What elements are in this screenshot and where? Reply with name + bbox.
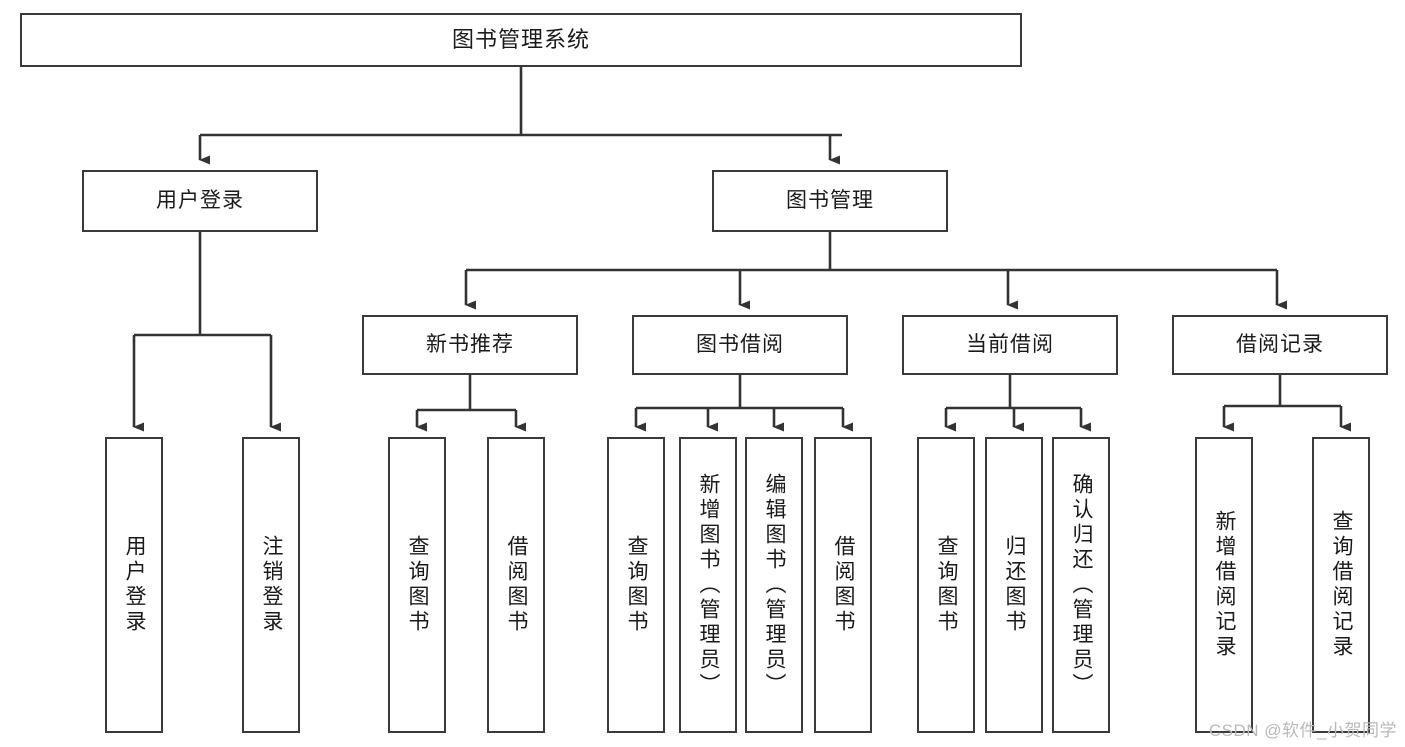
- node-borrow-record-label: 借阅记录: [1236, 333, 1324, 357]
- node-leaf-borrow-book-1-label: 借阅图书: [505, 535, 529, 635]
- node-current-borrow[interactable]: 当前借阅: [902, 315, 1118, 375]
- node-root-label: 图书管理系统: [451, 26, 590, 52]
- node-leaf-user-login-label: 用户登录: [123, 535, 147, 635]
- watermark-text: CSDN @软件_小贺同学: [1208, 721, 1397, 740]
- node-leaf-query-record[interactable]: 查询借阅记录: [1312, 437, 1370, 733]
- node-new-book-rec-label: 新书推荐: [426, 333, 514, 357]
- node-leaf-edit-book-label: 编辑图书（管理员）: [763, 472, 787, 698]
- node-leaf-add-record[interactable]: 新增借阅记录: [1195, 437, 1253, 733]
- node-leaf-query-book-2[interactable]: 查询图书: [607, 437, 665, 733]
- node-leaf-query-book-2-label: 查询图书: [625, 535, 649, 635]
- node-leaf-add-book[interactable]: 新增图书（管理员）: [679, 437, 737, 733]
- node-leaf-logout-label: 注销登录: [260, 535, 284, 635]
- node-leaf-add-book-label: 新增图书（管理员）: [697, 472, 721, 698]
- node-borrow-record[interactable]: 借阅记录: [1172, 315, 1388, 375]
- node-current-borrow-label: 当前借阅: [966, 333, 1054, 357]
- node-leaf-borrow-book-2[interactable]: 借阅图书: [814, 437, 872, 733]
- node-leaf-query-book-3-label: 查询图书: [935, 535, 959, 635]
- node-leaf-edit-book[interactable]: 编辑图书（管理员）: [745, 437, 803, 733]
- node-leaf-query-book-1[interactable]: 查询图书: [388, 437, 446, 733]
- node-leaf-return-book[interactable]: 归还图书: [985, 437, 1043, 733]
- node-new-book-rec[interactable]: 新书推荐: [362, 315, 578, 375]
- node-root-system[interactable]: 图书管理系统: [20, 13, 1022, 67]
- node-leaf-query-book-3[interactable]: 查询图书: [917, 437, 975, 733]
- node-leaf-logout[interactable]: 注销登录: [242, 437, 300, 733]
- node-user-login-label: 用户登录: [156, 189, 244, 213]
- node-leaf-borrow-book-1[interactable]: 借阅图书: [487, 437, 545, 733]
- node-leaf-add-record-label: 新增借阅记录: [1213, 510, 1237, 660]
- node-book-manage-label: 图书管理: [786, 189, 874, 213]
- node-user-login[interactable]: 用户登录: [82, 170, 318, 232]
- node-leaf-borrow-book-2-label: 借阅图书: [832, 535, 856, 635]
- node-leaf-query-book-1-label: 查询图书: [406, 535, 430, 635]
- node-book-borrow[interactable]: 图书借阅: [632, 315, 848, 375]
- node-leaf-return-book-label: 归还图书: [1003, 535, 1027, 635]
- node-leaf-query-record-label: 查询借阅记录: [1330, 510, 1354, 660]
- node-leaf-confirm-return-label: 确认归还（管理员）: [1070, 472, 1094, 698]
- node-book-manage[interactable]: 图书管理: [712, 170, 948, 232]
- node-leaf-confirm-return[interactable]: 确认归还（管理员）: [1052, 437, 1110, 733]
- node-book-borrow-label: 图书借阅: [696, 333, 784, 357]
- node-leaf-user-login[interactable]: 用户登录: [105, 437, 163, 733]
